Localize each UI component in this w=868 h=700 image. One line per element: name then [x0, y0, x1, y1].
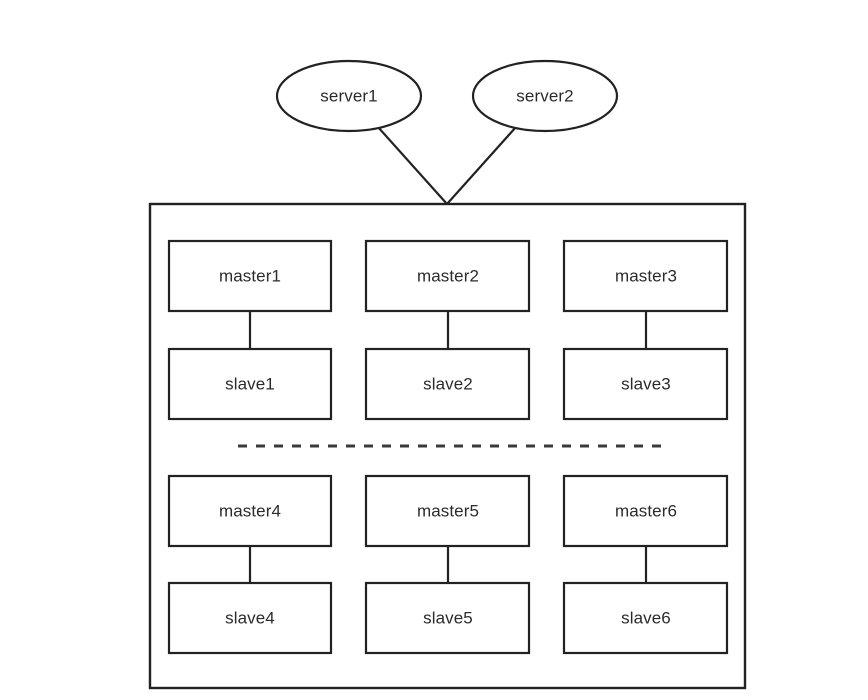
master6-label: master6 [615, 501, 677, 520]
server1-label: server1 [320, 86, 377, 105]
master4-label: master4 [219, 501, 281, 520]
node-pair-5: master5 slave5 [364, 474, 531, 655]
master3-label: master3 [615, 266, 677, 285]
master2-label: master2 [417, 266, 479, 285]
node-pair-6: master6 slave6 [562, 474, 729, 655]
slave6-box[interactable] [562, 581, 729, 655]
slave4-label: slave4 [225, 608, 275, 627]
server1-ellipse[interactable] [275, 59, 423, 133]
server-node-server1[interactable]: server1 [275, 59, 423, 133]
slave5-box[interactable] [364, 581, 531, 655]
node-pair-2: master2 slave2 [364, 239, 531, 421]
master1-box[interactable] [167, 239, 333, 313]
master1-label: master1 [219, 266, 281, 285]
connector-server1-to-cluster [377, 126, 448, 205]
connector-server2-to-cluster [446, 126, 517, 205]
server2-ellipse[interactable] [471, 59, 619, 133]
slave6-label: slave6 [621, 608, 671, 627]
slave5-label: slave5 [423, 608, 473, 627]
slave3-label: slave3 [621, 374, 671, 393]
slave4-box[interactable] [167, 581, 333, 655]
node-pair-3: master3 slave3 [562, 239, 729, 421]
slave3-box[interactable] [562, 347, 729, 421]
slave1-box[interactable] [167, 347, 333, 421]
server-node-server2[interactable]: server2 [471, 59, 619, 133]
master4-box[interactable] [167, 474, 333, 548]
master3-box[interactable] [562, 239, 729, 313]
slave2-box[interactable] [364, 347, 531, 421]
node-pair-4: master4 slave4 [167, 474, 333, 655]
master6-box[interactable] [562, 474, 729, 548]
server-to-cluster-connectors [377, 126, 517, 205]
master5-box[interactable] [364, 474, 531, 548]
master2-box[interactable] [364, 239, 531, 313]
master5-label: master5 [417, 501, 479, 520]
node-pair-1: master1 slave1 [167, 239, 333, 421]
server2-label: server2 [516, 86, 573, 105]
slave1-label: slave1 [225, 374, 275, 393]
slave2-label: slave2 [423, 374, 473, 393]
